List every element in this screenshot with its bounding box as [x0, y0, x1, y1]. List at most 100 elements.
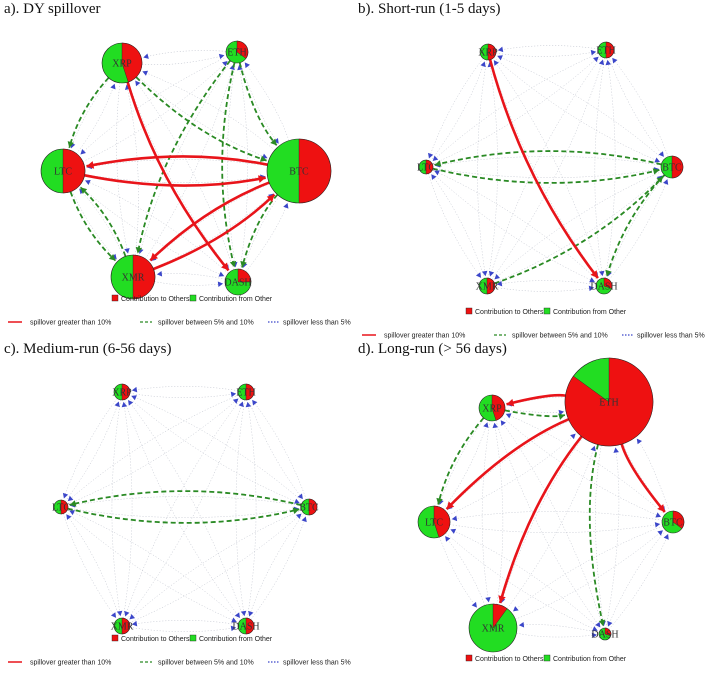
weak-spillover-edge: [450, 529, 601, 631]
mid-spillover-edge: [69, 191, 117, 262]
legend-to-others: Contribution to Others: [121, 296, 190, 303]
node-ltc: LTC: [417, 159, 435, 175]
node-btc: BTC: [266, 138, 332, 204]
weak-spillover-edge: [84, 180, 229, 274]
weak-arrowheads: [428, 46, 669, 292]
weak-spillover-edge: [623, 443, 666, 512]
weak-spillover-edge: [245, 202, 288, 272]
weak-arrowhead: [129, 613, 136, 620]
mid-arrowhead: [605, 269, 612, 277]
weak-arrowhead: [252, 399, 258, 406]
mid-arrowhead: [434, 160, 442, 167]
slice-to-others: [564, 357, 654, 447]
weak-spillover-edge: [137, 75, 268, 159]
legend-to-others: Contribution to Others: [121, 636, 190, 643]
mid-arrowhead: [270, 138, 277, 146]
weak-arrowhead: [636, 438, 642, 445]
strong-arrowhead: [657, 504, 665, 512]
weak-spillover-edge: [608, 179, 668, 280]
weak-arrowhead: [570, 433, 576, 440]
weak-arrowhead: [496, 280, 503, 287]
node-label: LTC: [425, 518, 443, 529]
legend-mid: spillover between 5% and 10%: [512, 333, 608, 340]
node-label: XRP: [482, 404, 502, 415]
legend-swatch-from-other: [189, 634, 197, 642]
weak-spillover-edge: [427, 173, 482, 279]
mid-arrowhead: [80, 187, 88, 194]
mid-arrowhead: [598, 619, 606, 627]
weak-spillover-edge: [434, 156, 662, 166]
node-dash: DASH: [591, 627, 619, 641]
weak-spillover-edge: [607, 175, 666, 277]
mid-spillover-edge: [437, 417, 485, 505]
weak-spillover-edge: [497, 55, 664, 160]
strong-spillover-edge: [126, 81, 230, 272]
weak-arrowhead: [513, 606, 519, 612]
node-xmr: XMR: [468, 603, 518, 653]
weak-arrowhead: [593, 56, 599, 63]
weak-arrowhead: [297, 493, 303, 500]
weak-spillover-edge: [432, 56, 599, 165]
weak-spillover-edge: [131, 395, 304, 502]
weak-arrowhead: [431, 174, 437, 180]
weak-spillover-edge: [86, 159, 268, 168]
weak-spillover-edge: [439, 536, 478, 608]
legend-to-others: Contribution to Others: [475, 656, 544, 663]
weak-spillover-edge: [477, 59, 487, 277]
weak-spillover-edge: [594, 57, 605, 277]
node-ltc: LTC: [52, 499, 70, 515]
strong-arrowhead: [590, 270, 598, 279]
weak-spillover-edge: [595, 445, 605, 627]
weak-spillover-edge: [432, 167, 660, 178]
weak-arrowheads: [70, 53, 289, 287]
node-label: XMR: [476, 282, 499, 293]
mid-spillover-edge: [432, 167, 660, 184]
node-xrp: XRP: [101, 42, 143, 84]
weak-arrowhead: [500, 420, 506, 426]
node-label: BTC: [663, 518, 683, 529]
weak-arrowhead: [110, 83, 116, 90]
node-label: ETH: [227, 48, 246, 59]
node-btc: BTC: [661, 510, 685, 534]
mid-spillover-edge: [69, 490, 302, 506]
weak-arrowhead: [492, 422, 498, 429]
strong-spillover-edge: [620, 443, 666, 513]
node-label: ETH: [596, 46, 615, 57]
weak-arrowhead: [590, 445, 596, 452]
node-xmr: XMR: [110, 254, 156, 300]
weak-spillover-edge: [240, 62, 279, 144]
slice-to-others: [604, 627, 612, 637]
weak-arrowhead: [589, 277, 595, 283]
weak-arrowhead: [494, 273, 501, 280]
node-btc: BTC: [660, 155, 684, 179]
weak-spillover-edge: [123, 401, 133, 619]
mid-spillover-edge: [494, 175, 664, 285]
node-xrp: XRP: [112, 383, 132, 401]
weak-spillover-edge: [235, 399, 245, 617]
weak-spillover-edge: [139, 60, 232, 254]
weak-arrowhead: [607, 620, 613, 627]
node-btc: BTC: [299, 498, 319, 516]
weak-arrowhead: [69, 510, 75, 516]
weak-spillover-edge: [145, 64, 234, 259]
weak-arrowhead: [612, 57, 618, 64]
weak-spillover-edge: [250, 516, 307, 620]
weak-arrowhead: [80, 149, 86, 155]
mid-spillover-edge: [238, 62, 278, 146]
weak-spillover-edge: [493, 57, 661, 163]
weak-spillover-edge: [491, 59, 604, 280]
strong-edges: [488, 59, 599, 279]
legend-mid: spillover between 5% and 10%: [158, 320, 254, 327]
weak-spillover-edge: [242, 196, 280, 268]
weak-arrowheads: [62, 386, 307, 632]
strong-spillover-edge: [84, 174, 266, 187]
weak-arrowhead: [62, 492, 69, 499]
weak-arrowhead: [230, 625, 237, 632]
weak-arrowhead: [273, 138, 279, 144]
weak-spillover-edge: [251, 399, 307, 500]
node-label: DASH: [232, 622, 259, 633]
